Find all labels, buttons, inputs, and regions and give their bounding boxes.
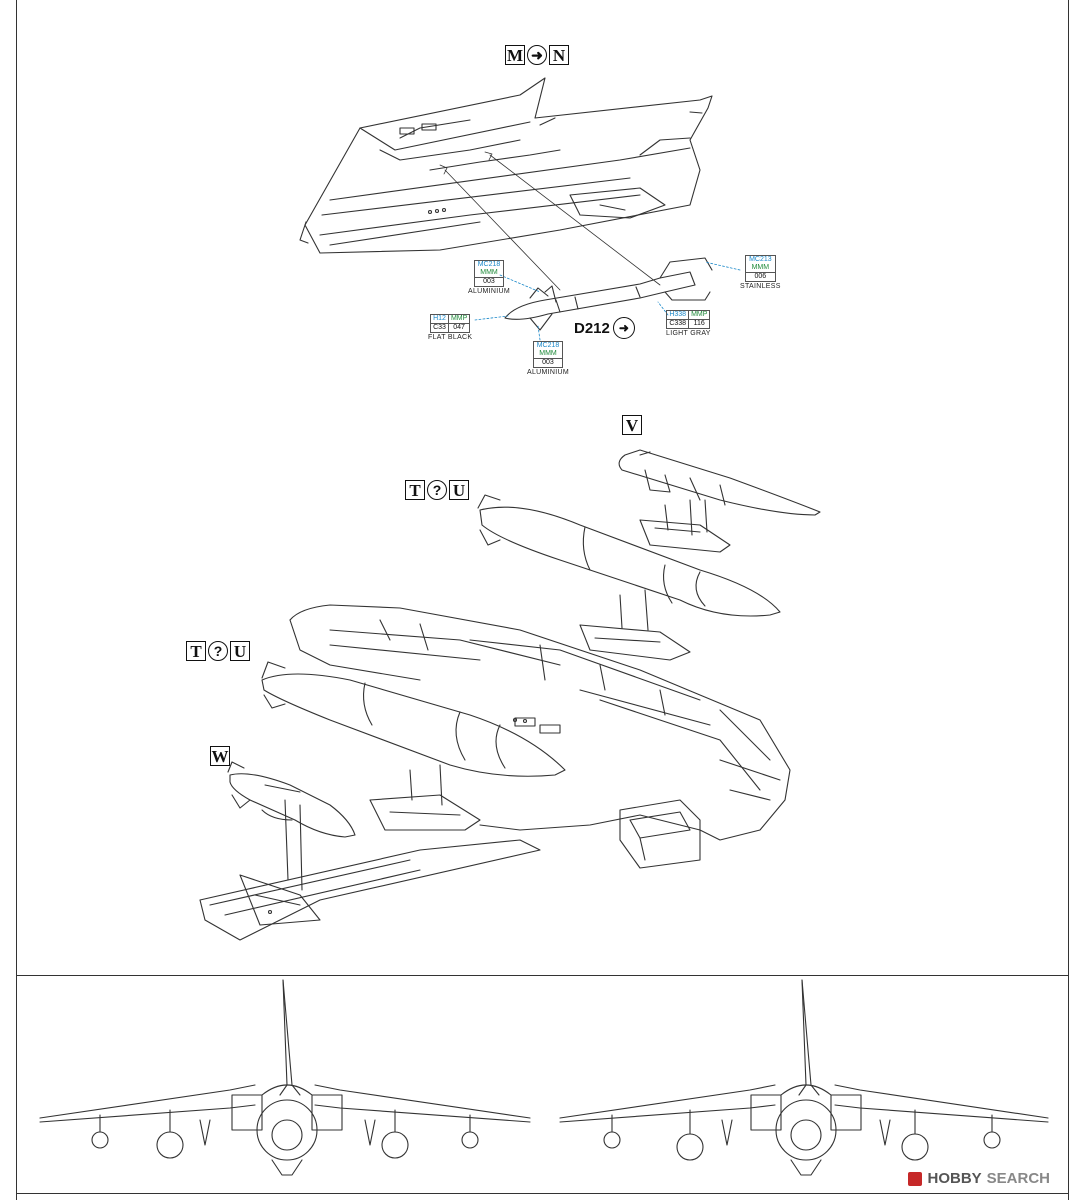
- paint-callout-aluminium-bottom: MC218 MMM 003 ALUMINIUM: [527, 341, 569, 377]
- pylon-t-upper: [579, 589, 691, 661]
- paint-code: MMM: [533, 350, 563, 359]
- label-t-or-u-lower: T ? U: [186, 641, 250, 661]
- intake: [619, 799, 701, 869]
- paint-callout-flat-black: H12 MMP C33 047 FLAT BLACK: [428, 314, 472, 342]
- question-icon: ?: [208, 641, 228, 661]
- frame-separator: [16, 975, 1069, 976]
- paint-code: MC218: [477, 261, 501, 268]
- wing-section-top: [299, 77, 713, 254]
- paint-name: FLAT BLACK: [428, 334, 473, 341]
- paint-code: 006: [754, 273, 767, 280]
- arrow-right-icon: ➜: [612, 317, 635, 339]
- frame-right: [1068, 0, 1069, 1200]
- hobby-search-watermark: HOBBY SEARCH: [908, 1170, 1050, 1187]
- label-w: W: [210, 746, 230, 766]
- paint-name: STAINLESS: [740, 283, 781, 290]
- watermark-suffix: SEARCH: [986, 1170, 1050, 1187]
- watermark-brand: HOBBY: [927, 1170, 982, 1187]
- paint-code: MMM: [746, 264, 775, 273]
- paint-code: H12: [431, 315, 449, 324]
- question-icon: ?: [427, 480, 447, 500]
- paint-name: ALUMINIUM: [468, 288, 510, 295]
- store-v-missile: [618, 449, 821, 516]
- label-t: T: [186, 641, 206, 661]
- paint-code: 003: [542, 359, 554, 366]
- paint-code: C33: [431, 324, 449, 332]
- label-v-box: V: [622, 415, 642, 435]
- hobby-search-logo-icon: [908, 1171, 923, 1186]
- label-n: N: [549, 45, 569, 65]
- paint-name: ALUMINIUM: [527, 369, 569, 376]
- paint-code: H338: [667, 311, 690, 320]
- label-m: M: [505, 45, 525, 65]
- paint-code: MMP: [448, 315, 470, 324]
- arrow-right-icon: ➜: [527, 45, 547, 65]
- paint-callout-aluminium-top: MC218 MMM 003 ALUMINIUM: [468, 260, 510, 296]
- callout-leaders: [474, 261, 741, 341]
- label-u: U: [449, 480, 469, 500]
- paint-callout-light-gray: H338 MMP C338 116 LIGHT GRAY: [666, 310, 711, 338]
- paint-code: 047: [453, 324, 465, 331]
- paint-code: 003: [483, 278, 495, 285]
- label-t: T: [405, 480, 425, 500]
- paint-code: MMP: [689, 311, 710, 320]
- label-m-to-n: M ➜ N: [505, 45, 569, 65]
- label-t-or-u-upper: T ? U: [405, 480, 469, 500]
- front-view-right: [559, 979, 1049, 1176]
- paint-callout-stainless: MC213 MMM 006 STAINLESS: [740, 255, 781, 291]
- label-w-box: W: [210, 746, 230, 766]
- part-code: D212: [574, 319, 610, 337]
- paint-code: MC213: [749, 256, 772, 263]
- front-view-left: [39, 979, 531, 1176]
- label-u: U: [230, 641, 250, 661]
- missile-arrows: [439, 151, 661, 291]
- paint-code: MC218: [536, 342, 560, 349]
- outer-wing: [199, 799, 541, 941]
- paint-code: 116: [693, 320, 705, 327]
- frame-bottom: [16, 1193, 1069, 1194]
- pylon-v: [639, 499, 731, 553]
- paint-code: C338: [667, 320, 690, 328]
- part-label-d212: D212 ➜: [574, 317, 635, 339]
- label-v: V: [622, 415, 642, 435]
- paint-code: MMM: [474, 269, 504, 278]
- pylon-t-lower: [369, 764, 521, 831]
- frame-left: [16, 0, 17, 1200]
- store-t-u-upper: [477, 494, 781, 617]
- fuselage-belly: [289, 604, 791, 841]
- paint-name: LIGHT GRAY: [666, 330, 711, 337]
- store-w-pod: [227, 761, 356, 838]
- missile-d212: [504, 257, 713, 331]
- store-t-u-lower: [261, 661, 566, 777]
